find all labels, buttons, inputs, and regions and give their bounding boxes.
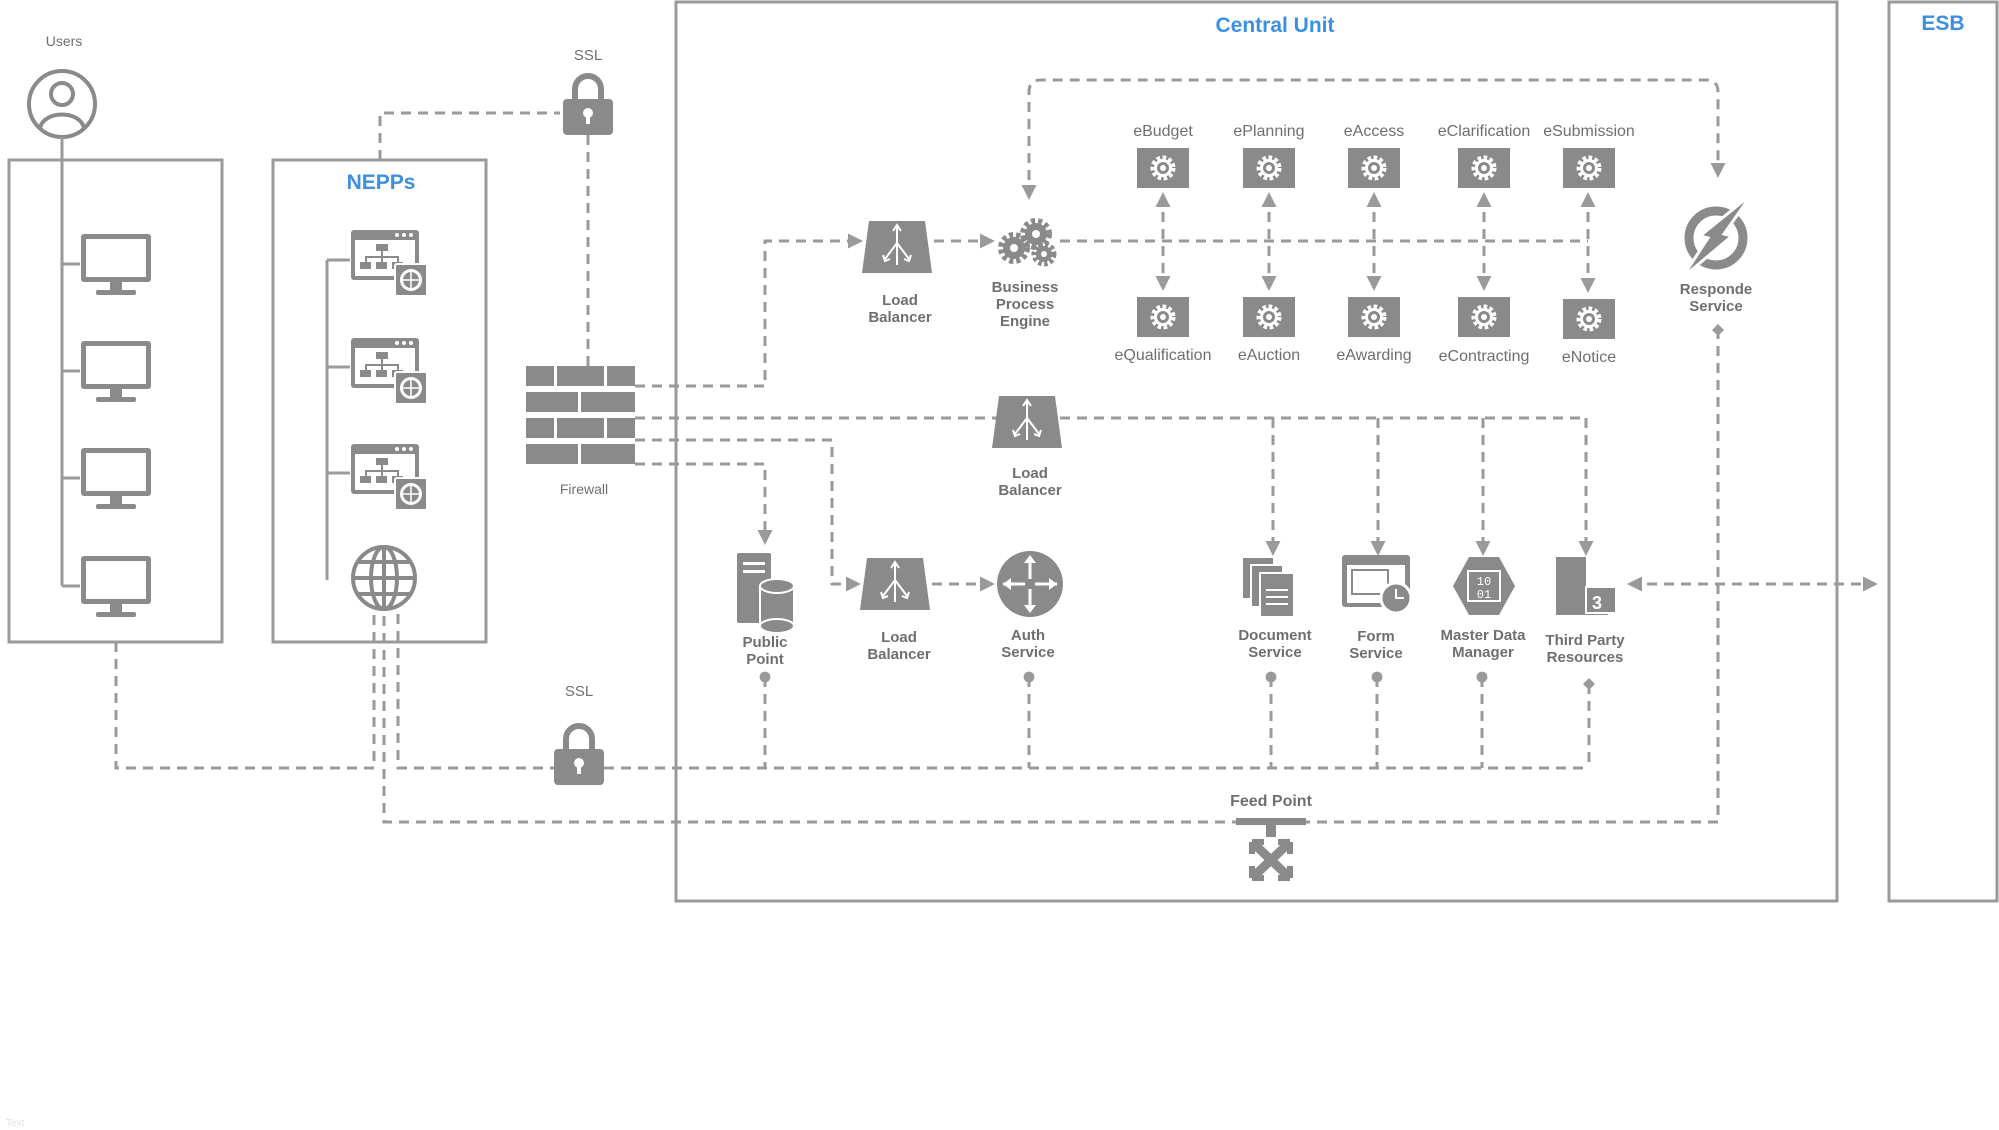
documents-icon <box>1241 556 1295 618</box>
lock-icon <box>554 726 604 785</box>
nepps-tree-line <box>325 258 350 580</box>
connector-nepps-ssl-top <box>378 111 560 160</box>
module-label: ePlanning <box>1233 123 1304 140</box>
module-label: eAwarding <box>1336 347 1411 364</box>
connector-firewall-lb-top <box>635 233 863 388</box>
gear-icon <box>1563 299 1615 339</box>
module-esubmission[interactable]: eSubmission <box>1543 123 1635 188</box>
third-party-icon: 3 <box>1556 557 1617 615</box>
web-sitemap-icon <box>350 337 428 405</box>
module-label: eAuction <box>1238 347 1300 364</box>
module-eplanning[interactable]: ePlanning <box>1233 123 1305 188</box>
binary-hexagon-icon: 10 01 <box>1453 557 1515 615</box>
gear-icon <box>1137 148 1189 188</box>
ssl-bottom-label: SSL <box>565 683 593 700</box>
users-label: Users <box>46 33 83 49</box>
lightning-icon <box>1680 192 1754 280</box>
esb-container <box>1887 0 1999 903</box>
module-label: eBudget <box>1133 123 1193 140</box>
module-label: eClarification <box>1438 123 1530 140</box>
central-unit-title: Central Unit <box>1215 14 1334 37</box>
connectors <box>114 78 1878 824</box>
user-icon <box>27 69 97 139</box>
module-equalification[interactable]: eQualification <box>1115 297 1212 364</box>
module-ebudget[interactable]: eBudget <box>1133 123 1193 188</box>
web-sitemap-icon <box>350 443 428 511</box>
feed-connector-icon <box>1236 818 1306 882</box>
server-database-icon <box>737 553 795 634</box>
svg-text:01: 01 <box>1477 588 1491 602</box>
firewall-icon <box>526 366 635 464</box>
svg-text:10: 10 <box>1477 575 1491 589</box>
module-eauction[interactable]: eAuction <box>1238 297 1300 364</box>
module-econtracting[interactable]: eContracting <box>1439 297 1530 365</box>
router-icon <box>997 551 1063 617</box>
module-eaccess[interactable]: eAccess <box>1344 123 1404 188</box>
connector-ssl-bottom-services <box>396 614 1589 770</box>
module-eclarification[interactable]: eClarification <box>1438 123 1530 188</box>
module-enotice[interactable]: eNotice <box>1562 299 1616 366</box>
web-sitemap-icon <box>350 229 428 297</box>
module-eawarding[interactable]: eAwarding <box>1336 297 1412 364</box>
form-clock-icon <box>1342 555 1413 615</box>
connector-bpe-responde <box>1021 78 1726 200</box>
module-label: eNotice <box>1562 349 1616 366</box>
load-balancer-icon <box>859 557 931 611</box>
gear-icon <box>1348 297 1400 337</box>
monitor-icon <box>81 448 151 509</box>
gear-icon <box>1458 148 1510 188</box>
gears-icon <box>998 218 1057 267</box>
nepps-title: NEPPs <box>347 171 416 194</box>
gear-icon <box>1458 297 1510 337</box>
gear-icon <box>1137 297 1189 337</box>
gear-icon <box>1563 148 1615 188</box>
module-label: eContracting <box>1439 348 1530 365</box>
feed-point-label: Feed Point <box>1230 793 1312 810</box>
monitor-icon <box>81 341 151 402</box>
monitor-icon <box>81 556 151 617</box>
firewall-label: Firewall <box>560 481 608 497</box>
load-balancer-icon <box>991 395 1063 449</box>
users-tree-line <box>60 137 80 588</box>
connector-users-ssl-bottom <box>114 614 376 770</box>
footer-mark: Text <box>6 1118 25 1129</box>
lock-icon <box>563 76 613 135</box>
module-label: eAccess <box>1344 123 1404 140</box>
connector-firewall-public <box>635 462 773 545</box>
svg-text:3: 3 <box>1592 593 1602 613</box>
module-label: eQualification <box>1115 347 1212 364</box>
globe-icon <box>351 545 417 611</box>
module-label: eSubmission <box>1543 123 1635 140</box>
gear-icon <box>1348 148 1400 188</box>
load-balancer-icon <box>861 220 933 274</box>
gear-icon <box>1243 297 1295 337</box>
gear-icon <box>1243 148 1295 188</box>
monitor-icon <box>81 234 151 295</box>
connector-feed-point <box>382 330 1720 824</box>
central-unit-container <box>674 0 1839 903</box>
esb-title: ESB <box>1921 12 1964 35</box>
ssl-top-label: SSL <box>574 47 602 64</box>
